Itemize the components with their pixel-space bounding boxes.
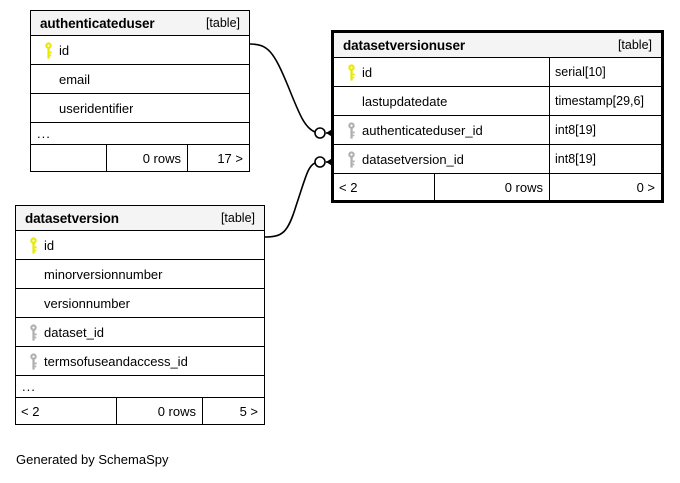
- column-name-cell: versionnumber: [16, 289, 264, 317]
- column-name: email: [59, 71, 91, 87]
- table-title: datasetversionuser: [343, 37, 466, 53]
- cardinality-zero-circle: [314, 156, 326, 168]
- more-columns-ellipsis: ...: [31, 123, 249, 145]
- foreign-key-icon: [22, 323, 44, 341]
- table-row[interactable]: id: [16, 231, 264, 260]
- column-type: int8[19]: [549, 145, 661, 173]
- ellipsis-label: ...: [37, 125, 51, 141]
- cardinality-zero-circle: [314, 127, 326, 139]
- column-name: lastupdatedate: [362, 93, 448, 109]
- column-name-cell: datasetversion_id: [334, 145, 549, 173]
- table-row[interactable]: id serial[10]: [334, 58, 661, 87]
- relationship-datasetversion-to-datasetversionuser: [264, 156, 334, 238]
- table-authenticateduser[interactable]: authenticateduser [table] id: [30, 10, 250, 172]
- column-name: id: [59, 42, 70, 58]
- table-header: datasetversionuser [table]: [334, 33, 661, 58]
- table-type-tag: [table]: [617, 38, 652, 52]
- footer-prev-relations[interactable]: < 2: [21, 403, 40, 419]
- column-type: timestamp[29,6]: [549, 87, 661, 115]
- table-footer: < 2 0 rows 0 >: [334, 174, 661, 200]
- more-columns-ellipsis: ...: [16, 376, 264, 398]
- table-row[interactable]: minorversionnumber: [16, 260, 264, 289]
- column-name-cell: id: [31, 36, 249, 64]
- relationship-line: [249, 43, 316, 133]
- column-name-cell: lastupdatedate: [334, 87, 549, 115]
- table-row[interactable]: datasetversion_id int8[19]: [334, 145, 661, 174]
- column-name: termsofuseandaccess_id: [44, 353, 188, 369]
- column-name: id: [362, 64, 373, 80]
- table-row[interactable]: authenticateduser_id int8[19]: [334, 116, 661, 145]
- table-row[interactable]: dataset_id: [16, 318, 264, 347]
- table-row[interactable]: useridentifier: [31, 94, 249, 123]
- column-name-cell: authenticateduser_id: [334, 116, 549, 144]
- footer-row-count: 0 rows: [106, 145, 187, 171]
- table-datasetversion[interactable]: datasetversion [table] id: [15, 205, 265, 425]
- column-name-cell: minorversionnumber: [16, 260, 264, 288]
- relationship-line: [264, 162, 316, 238]
- footer-row-count: 0 rows: [116, 398, 202, 424]
- table-title: authenticateduser: [40, 15, 155, 31]
- table-title: datasetversion: [25, 210, 119, 226]
- column-name: versionnumber: [44, 295, 130, 311]
- primary-key-icon: [22, 236, 44, 254]
- footer-next-relations[interactable]: 0 >: [549, 174, 661, 200]
- foreign-key-icon: [22, 352, 44, 370]
- table-type-tag: [table]: [220, 211, 255, 225]
- primary-key-icon: [340, 63, 362, 81]
- column-name-cell: id: [334, 58, 549, 86]
- footer-next-relations[interactable]: 17 >: [187, 145, 249, 171]
- ellipsis-label: ...: [22, 378, 36, 394]
- table-row[interactable]: lastupdatedate timestamp[29,6]: [334, 87, 661, 116]
- column-name-cell: id: [16, 231, 264, 259]
- column-name: minorversionnumber: [44, 266, 163, 282]
- footer-prev-relations[interactable]: < 2: [339, 179, 358, 195]
- table-footer: < 2 0 rows 5 >: [16, 398, 264, 424]
- table-row[interactable]: email: [31, 65, 249, 94]
- table-row[interactable]: id: [31, 36, 249, 65]
- column-name: datasetversion_id: [362, 151, 464, 167]
- table-footer: 0 rows 17 >: [31, 145, 249, 171]
- column-name: authenticateduser_id: [362, 122, 483, 138]
- footer-prev-relations[interactable]: [31, 145, 106, 171]
- relationship-authenticateduser-to-datasetversionuser: [249, 43, 334, 139]
- column-name-cell: dataset_id: [16, 318, 264, 346]
- column-type: int8[19]: [549, 116, 661, 144]
- table-type-tag: [table]: [205, 16, 240, 30]
- table-row[interactable]: versionnumber: [16, 289, 264, 318]
- generated-by-note: Generated by SchemaSpy: [16, 452, 169, 467]
- foreign-key-icon: [340, 121, 362, 139]
- column-type: serial[10]: [549, 58, 661, 86]
- column-name: dataset_id: [44, 324, 104, 340]
- column-name: id: [44, 237, 55, 253]
- foreign-key-icon: [340, 150, 362, 168]
- table-datasetversionuser[interactable]: datasetversionuser [table] id serial[10]: [331, 30, 664, 203]
- footer-next-relations[interactable]: 5 >: [202, 398, 264, 424]
- table-header: authenticateduser [table]: [31, 11, 249, 36]
- column-name-cell: termsofuseandaccess_id: [16, 347, 264, 375]
- primary-key-icon: [37, 41, 59, 59]
- table-row[interactable]: termsofuseandaccess_id: [16, 347, 264, 376]
- footer-row-count: 0 rows: [434, 174, 549, 200]
- column-name-cell: useridentifier: [31, 94, 249, 122]
- table-header: datasetversion [table]: [16, 206, 264, 231]
- column-name-cell: email: [31, 65, 249, 93]
- column-name: useridentifier: [59, 100, 134, 116]
